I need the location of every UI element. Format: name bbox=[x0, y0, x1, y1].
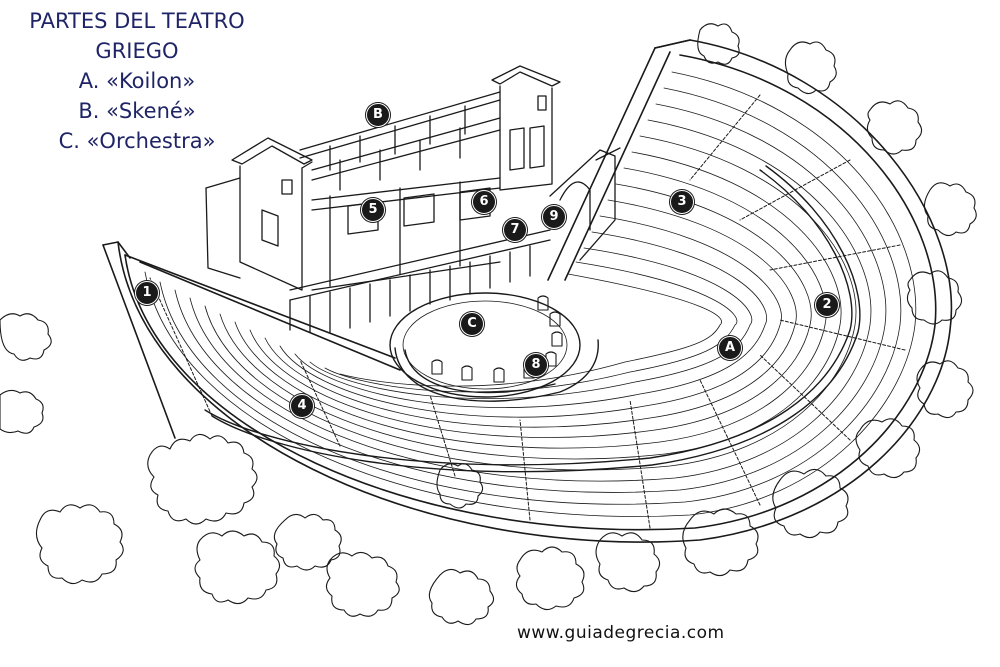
marker-9: 9 bbox=[542, 205, 566, 229]
marker-7: 7 bbox=[503, 218, 527, 242]
marker-1: 1 bbox=[135, 281, 159, 305]
stairways bbox=[149, 94, 906, 529]
proedria-seats bbox=[431, 295, 563, 383]
marker-4: 4 bbox=[290, 394, 314, 418]
seating-rows bbox=[144, 71, 917, 517]
marker-b-skene: B bbox=[366, 103, 390, 127]
watermark-url: www.guiadegrecia.com bbox=[517, 623, 725, 643]
marker-2: 2 bbox=[815, 293, 839, 317]
trees bbox=[0, 23, 977, 626]
title-line-2: GRIEGO bbox=[95, 39, 179, 63]
legend-item-koilon: A. «Koilon» bbox=[78, 69, 196, 93]
legend-item-skene: B. «Skené» bbox=[78, 99, 196, 123]
koilon-outline bbox=[102, 39, 953, 543]
legend-item-orchestra: C. «Orchestra» bbox=[58, 129, 216, 153]
marker-a-koilon: A bbox=[718, 336, 742, 360]
marker-5: 5 bbox=[361, 198, 385, 222]
marker-6: 6 bbox=[472, 190, 496, 214]
diazoma bbox=[204, 165, 861, 473]
legend-title: PARTES DEL TEATRO GRIEGO A. «Koilon» B. … bbox=[6, 6, 268, 156]
marker-c-orchestra: C bbox=[460, 312, 484, 336]
skene bbox=[205, 65, 621, 333]
marker-3: 3 bbox=[670, 190, 694, 214]
title-line-1: PARTES DEL TEATRO bbox=[29, 9, 245, 33]
marker-8: 8 bbox=[524, 353, 548, 377]
orchestra bbox=[389, 292, 599, 402]
